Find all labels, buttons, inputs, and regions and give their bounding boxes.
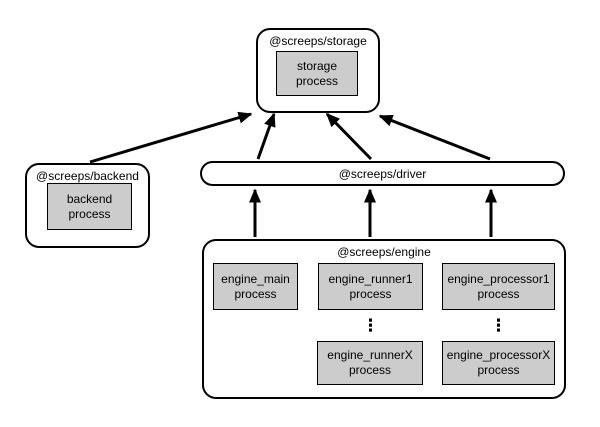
- engine-runner1-process-box: engine_runner1 process: [318, 263, 423, 310]
- engine-runnerX-process-label: engine_runnerX process: [327, 348, 413, 377]
- engine-processorX-process-box: engine_processorX process: [442, 341, 555, 385]
- engine-node-title: @screeps/engine: [337, 245, 431, 259]
- engine-runnerX-process-box: engine_runnerX process: [317, 341, 423, 385]
- backend-node: @screeps/backend backend process: [25, 163, 150, 248]
- engine-processor1-process-label: engine_processor1 process: [447, 271, 550, 301]
- engine-main-process-label: engine_main process: [221, 271, 290, 301]
- engine-processor1-process-box: engine_processor1 process: [442, 263, 555, 310]
- storage-process-box: storage process: [276, 51, 358, 96]
- engine-main-process-box: engine_main process: [213, 263, 298, 310]
- arrow-backend-to-storage: [89, 111, 253, 164]
- storage-node-title: @screeps/storage: [269, 34, 367, 48]
- driver-node: @screeps/driver: [200, 161, 565, 186]
- backend-node-title: @screeps/backend: [36, 169, 139, 183]
- arrow-driver-to-storage-right: [378, 114, 491, 161]
- engine-runner1-process-label: engine_runner1 process: [328, 271, 413, 301]
- engine-node: @screeps/engine engine_main process engi…: [202, 239, 566, 399]
- engine-processorX-process-label: engine_processorX process: [446, 348, 551, 377]
- storage-node: @screeps/storage storage process: [256, 28, 380, 113]
- runner-ellipsis-icon: ⋮: [362, 315, 379, 336]
- storage-process-label: storage process: [295, 58, 339, 88]
- backend-process-box: backend process: [47, 183, 132, 230]
- backend-process-label: backend process: [66, 191, 113, 221]
- arrow-driver-to-storage-mid: [325, 112, 373, 161]
- arrow-driver-to-storage-left: [256, 112, 276, 160]
- processor-ellipsis-icon: ⋮: [490, 315, 507, 336]
- driver-node-title: @screeps/driver: [338, 166, 427, 181]
